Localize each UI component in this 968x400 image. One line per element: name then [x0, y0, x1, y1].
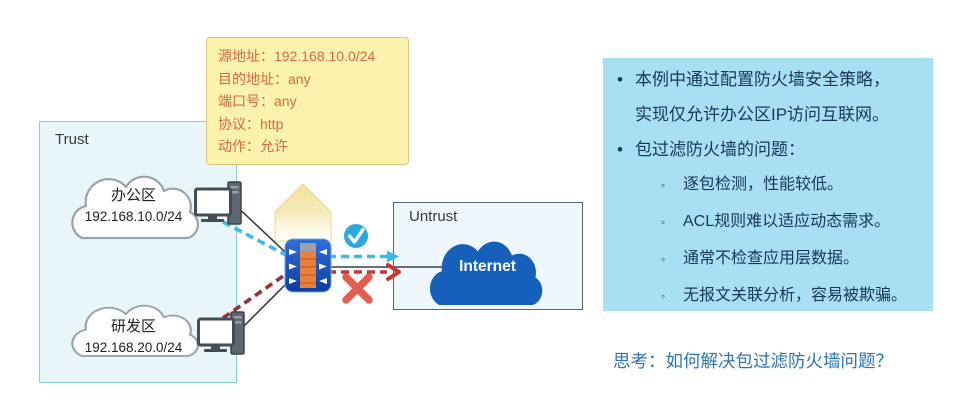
policy-source-address: 源地址：192.168.10.0/24 — [218, 48, 376, 64]
bullet-marker: • — [617, 70, 623, 89]
bullet-marker: • — [617, 140, 623, 159]
bullet-text: 实现仅允许办公区IP访问互联网。 — [635, 105, 890, 124]
x-icon — [342, 273, 373, 304]
house-arrow-shape — [274, 183, 332, 242]
internet-cloud-label: Internet — [459, 258, 516, 275]
sub-bullet-marker: ◦ — [661, 178, 666, 192]
sub-bullet-text: 无报文关联分析，容易被欺骗。 — [683, 287, 908, 304]
thinking-prompt: 思考：如何解决包过滤防火墙问题？ — [613, 351, 893, 371]
sub-bullet-item: ◦ 逐包检测，性能较低。 — [617, 173, 925, 197]
sub-bullet-text: 逐包检测，性能较低。 — [683, 176, 844, 193]
policy-protocol: 协议：http — [218, 115, 284, 132]
sub-bullet-marker: ◦ — [661, 252, 666, 266]
check-icon — [344, 224, 368, 248]
sub-bullet-text: ACL规则难以适应动态需求。 — [683, 213, 891, 230]
sub-bullet-item: ◦ 无报文关联分析，容易被欺骗。 — [617, 284, 925, 308]
firewall-icon — [284, 238, 332, 293]
bullet-text: 包过滤防火墙的问题： — [635, 140, 805, 159]
rnd-cloud-subnet: 192.168.20.0/24 — [84, 340, 183, 355]
rnd-cloud — [71, 304, 200, 357]
denied-flow-arrowhead — [386, 263, 401, 281]
policy-destination-address: 目的地址：any — [218, 70, 311, 87]
internet-cloud — [430, 241, 543, 305]
office-cloud-subnet: 192.168.10.0/24 — [84, 209, 183, 224]
sub-bullet-marker: ◦ — [661, 215, 666, 229]
office-cloud-labels: 办公区 192.168.10.0/24 — [60, 185, 207, 227]
untrust-zone-label: Untrust — [409, 208, 458, 225]
policy-action: 动作：允许 — [218, 138, 288, 155]
allowed-flow-arrowhead — [387, 250, 399, 263]
sub-bullet-item: ◦ 通常不检查应用层数据。 — [617, 247, 925, 271]
denied-flow-diagonal — [221, 270, 291, 320]
bullet-item-continuation: 实现仅允许办公区IP访问互联网。 — [617, 103, 925, 127]
policy-port: 端口号：any — [218, 93, 297, 110]
rnd-pc-icon — [197, 311, 245, 355]
office-pc-icon — [194, 181, 242, 225]
bullet-item: • 包过滤防火墙的问题： — [617, 138, 925, 162]
rnd-cloud-name: 研发区 — [110, 318, 156, 335]
office-cloud — [71, 175, 200, 240]
info-panel: • 本例中通过配置防火墙安全策略， 实现仅允许办公区IP访问互联网。 • 包过滤… — [603, 58, 933, 311]
office-cloud-name: 办公区 — [110, 187, 156, 204]
sub-bullet-marker: ◦ — [661, 289, 666, 303]
sub-bullet-item: ◦ ACL规则难以适应动态需求。 — [617, 210, 925, 234]
rnd-cloud-labels: 研发区 192.168.20.0/24 — [60, 316, 207, 358]
bullet-item: • 本例中通过配置防火墙安全策略， — [617, 68, 925, 92]
trust-zone-label: Trust — [55, 131, 89, 148]
bullet-text: 本例中通过配置防火墙安全策略， — [635, 70, 890, 89]
firewall-policy-note: 源地址：192.168.10.0/24 目的地址：any 端口号：any 协议：… — [206, 37, 409, 165]
sub-bullet-text: 通常不检查应用层数据。 — [683, 250, 860, 267]
